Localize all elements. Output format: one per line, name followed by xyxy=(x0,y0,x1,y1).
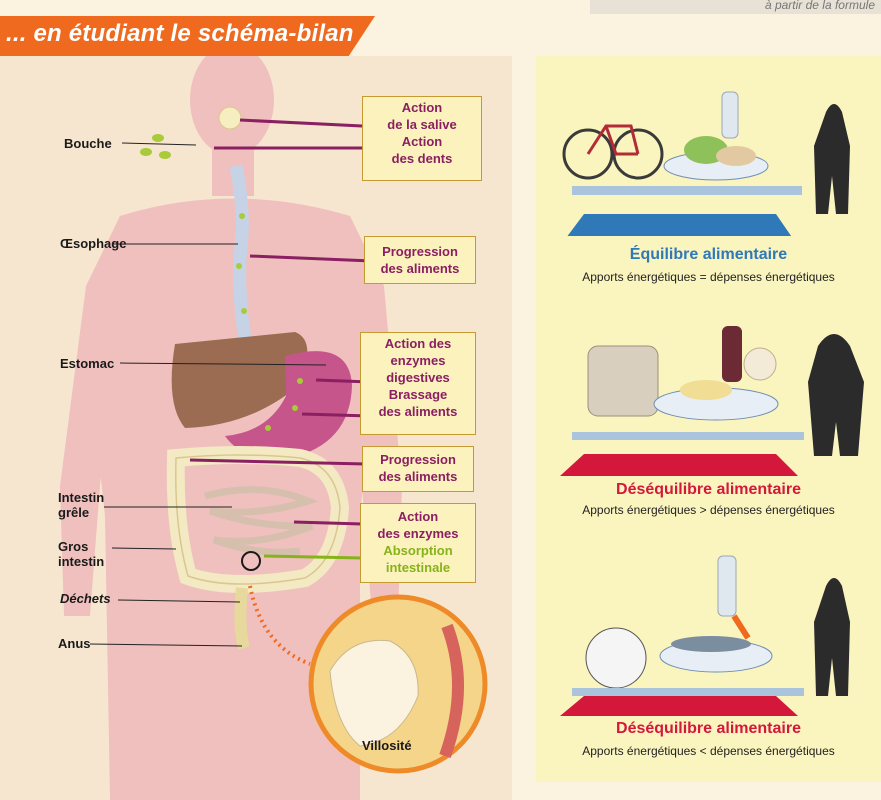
balance-panel: Équilibre alimentaire Apports énergétiqu… xyxy=(536,56,881,782)
soda-bottle-icon xyxy=(722,326,742,382)
process-arrows xyxy=(189,118,373,526)
label-estomac: Estomac xyxy=(60,356,115,371)
box-progression1-line1: Progression xyxy=(382,244,458,259)
balance-beam xyxy=(572,688,804,696)
box-enzymes-dig-line3: digestives xyxy=(386,370,450,385)
box-brassage-line2: des aliments xyxy=(378,404,458,419)
blood-vessel xyxy=(439,623,464,759)
water-bottle-icon xyxy=(717,555,737,617)
soccer-ball-icon xyxy=(585,627,647,689)
label-gros-intestin-1: Gros xyxy=(58,539,89,554)
absorption-marker xyxy=(241,551,261,571)
esophagus xyxy=(229,164,255,358)
food-dots xyxy=(140,134,303,431)
stomach xyxy=(225,351,352,460)
absorption-arrow xyxy=(263,554,364,560)
carrot xyxy=(731,614,751,640)
label-dechets: Déchets xyxy=(60,591,111,606)
balance-1-title: Équilibre alimentaire xyxy=(629,246,788,263)
box-dents-line2: des dents xyxy=(391,151,453,166)
large-intestine xyxy=(166,446,350,594)
leader-lines xyxy=(89,142,327,647)
balance-3-subtitle: Apports énergétiques < dépenses énergéti… xyxy=(582,744,835,758)
balance-beam xyxy=(572,186,802,195)
balance-3-base xyxy=(560,696,798,716)
fries xyxy=(680,380,732,400)
villus xyxy=(329,639,419,747)
label-anus: Anus xyxy=(58,636,91,651)
page-title: ... en étudiant le schéma-bilan xyxy=(6,20,354,47)
rectum xyxy=(234,587,250,650)
box-absorption-line1: Absorption xyxy=(383,543,453,558)
box-enzymes-absorption: Action des enzymes Absorption intestinal… xyxy=(360,503,476,583)
label-villosite: Villosité xyxy=(362,738,412,753)
armchair-icon xyxy=(587,345,659,417)
label-intestin-grele-1: Intestin xyxy=(58,490,105,505)
balance-desequilibre-moins-illustration xyxy=(572,555,850,696)
person-silhouette xyxy=(814,104,850,214)
meat xyxy=(716,146,756,166)
box-progression-2: Progression des aliments xyxy=(362,446,474,492)
box-salive-line1: Action xyxy=(401,100,443,115)
box-brassage-line1: Brassage xyxy=(388,387,448,402)
top-note: à partir de la formule xyxy=(590,0,881,14)
label-bouche: Bouche xyxy=(64,136,112,151)
box-enzymes-line1: Action xyxy=(397,509,439,524)
box-absorption-line2: intestinale xyxy=(385,560,451,575)
zoom-path xyxy=(248,585,311,666)
box-progression1-line2: des aliments xyxy=(380,261,460,276)
box-enzymes-brassage: Action des enzymes digestives Brassage d… xyxy=(360,332,476,435)
salivary-gland xyxy=(218,106,242,130)
person-silhouette xyxy=(814,578,850,696)
liver xyxy=(171,332,308,428)
title-banner xyxy=(0,16,375,56)
ice-cream xyxy=(743,347,777,381)
bicycle-icon xyxy=(562,124,664,180)
small-intestine xyxy=(204,486,319,556)
box-salive-line2: de la salive xyxy=(387,117,457,132)
box-progression-1: Progression des aliments xyxy=(364,236,476,284)
balance-desequilibre-plus-illustration xyxy=(560,326,864,476)
balance-2-subtitle: Apports énergétiques > dépenses énergéti… xyxy=(582,503,835,517)
balance-base-red xyxy=(560,454,798,476)
label-intestin-grele-2: grêle xyxy=(58,505,90,520)
box-enzymes-dig-line1: Action des xyxy=(384,336,452,351)
balance-3-title: Déséquilibre alimentaire xyxy=(616,720,801,737)
box-enzymes-dig-line2: enzymes xyxy=(390,353,446,368)
person-silhouette xyxy=(808,334,864,456)
balance-equilibre-illustration xyxy=(562,91,850,236)
label-oesophage: Œsophage xyxy=(60,236,127,251)
box-progression2-line1: Progression xyxy=(380,452,456,467)
label-gros-intestin-2: intestin xyxy=(58,554,105,569)
balance-2-title: Déséquilibre alimentaire xyxy=(616,481,801,498)
box-progression2-line2: des aliments xyxy=(378,469,458,484)
balance-base-blue xyxy=(567,214,792,236)
balance-1-subtitle: Apports énergétiques = dépenses énergéti… xyxy=(582,270,835,284)
balance-beam xyxy=(572,432,804,440)
box-enzymes-line2: des enzymes xyxy=(377,526,459,541)
fish xyxy=(671,636,751,652)
water-bottle-icon xyxy=(721,91,739,139)
box-dents-line1: Action xyxy=(401,134,443,149)
box-salive-dents: Action de la salive Action des dents xyxy=(362,96,482,181)
